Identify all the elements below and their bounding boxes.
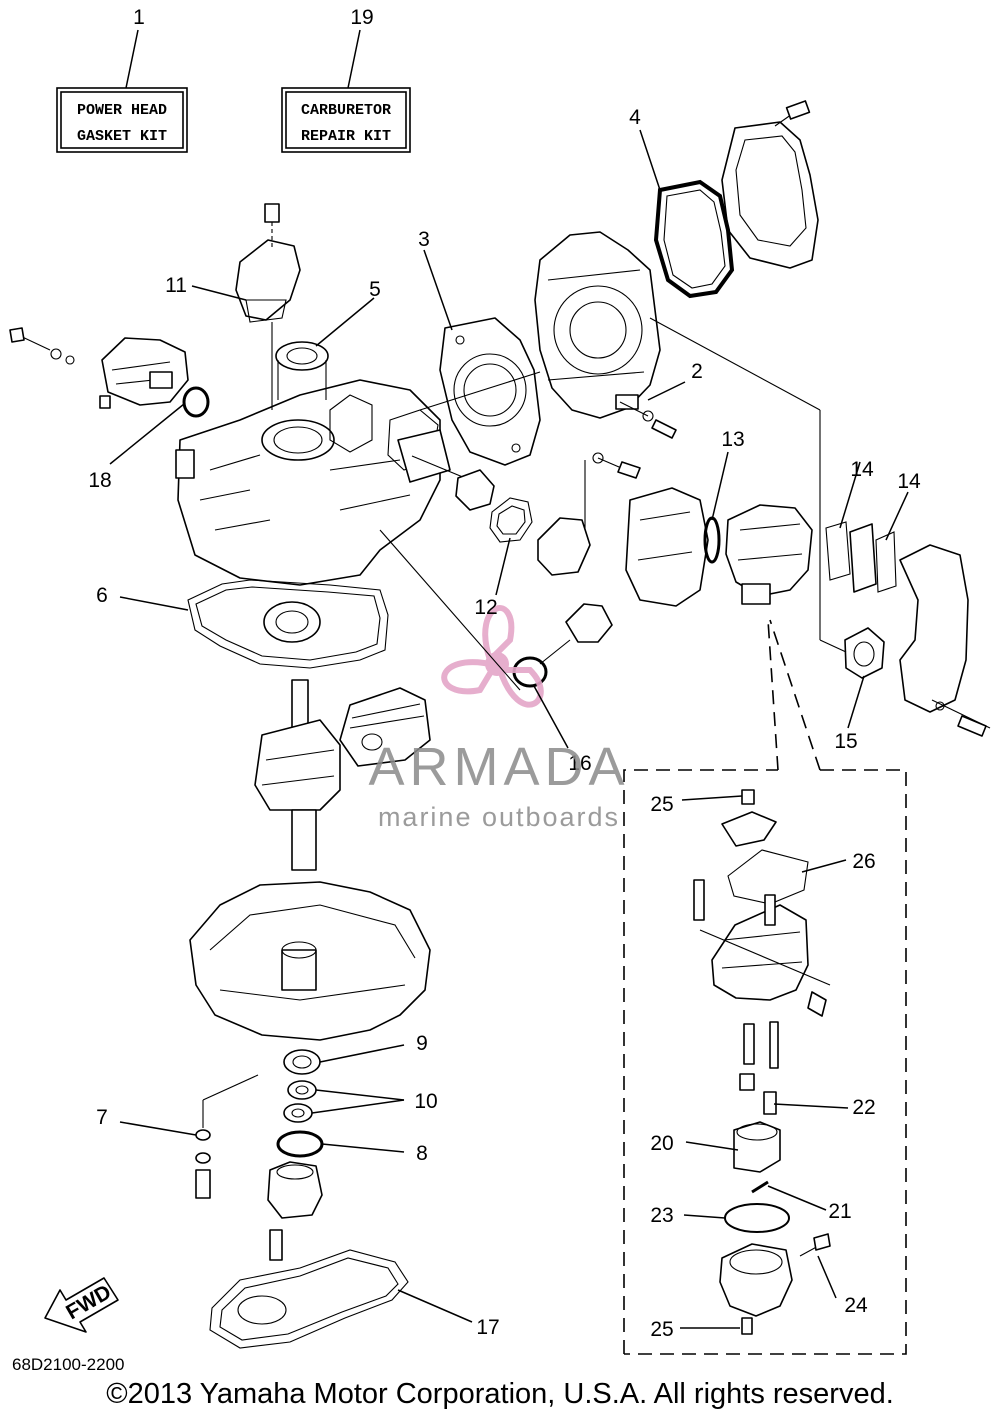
fwd-arrow-icon: FWD <box>44 1277 119 1333</box>
gasket-12 <box>489 497 533 543</box>
callout-25-a: 25 <box>650 793 673 816</box>
main-jet-22 <box>739 1021 779 1115</box>
cover-gasket-26 <box>727 849 809 905</box>
o-ring-8 <box>276 1130 324 1158</box>
callout-19: 19 <box>350 6 373 29</box>
oil-seal-5 <box>275 341 329 400</box>
callout-25-b: 25 <box>650 1318 673 1341</box>
callout-23: 23 <box>650 1204 673 1227</box>
float-bowl <box>719 1243 793 1317</box>
carburetor-kit-line2: REPAIR KIT <box>301 128 391 145</box>
callout-20: 20 <box>650 1132 673 1155</box>
head-gasket-3 <box>439 317 541 466</box>
watermark-tagline: marine outboards <box>377 802 621 832</box>
intake-manifold <box>899 544 991 737</box>
callout-24: 24 <box>844 1294 868 1317</box>
oil-seals-10 <box>283 1080 317 1123</box>
carburetor-body-detail <box>693 879 831 1017</box>
callout-21: 21 <box>828 1200 851 1223</box>
carburetor-repair-kit-box: CARBURETOR REPAIR KIT 19 <box>281 6 411 153</box>
lower-bolt <box>269 1229 283 1261</box>
gasket-23 <box>724 1203 790 1233</box>
power-head-kit-line1: POWER HEAD <box>77 102 167 119</box>
gasket-14-b <box>875 531 897 593</box>
callout-15: 15 <box>834 730 857 753</box>
drain-screw-24 <box>799 1233 831 1257</box>
callout-18: 18 <box>88 469 111 492</box>
callout-17: 17 <box>476 1316 499 1339</box>
float-20 <box>733 1121 781 1173</box>
crankshaft <box>254 679 341 871</box>
exhaust-cover <box>721 100 819 269</box>
callout-4: 4 <box>629 106 641 129</box>
block-plug-shaft <box>411 455 495 511</box>
carburetor <box>725 504 813 605</box>
main-bearing <box>263 601 321 643</box>
power-head-kit-line2: GASKET KIT <box>77 128 167 145</box>
oil-seal-9 <box>283 1049 321 1075</box>
callout-16: 16 <box>568 752 591 775</box>
power-head-gasket-kit-box: POWER HEAD GASKET KIT 1 <box>56 6 188 153</box>
piston <box>339 687 431 767</box>
float-pin-21 <box>751 1180 769 1194</box>
callout-14-a: 14 <box>850 458 874 481</box>
callout-8: 8 <box>416 1142 428 1165</box>
gasket-14-a <box>825 521 851 581</box>
callout-10: 10 <box>414 1090 437 1113</box>
base-gasket-6 <box>187 579 389 669</box>
callout-5: 5 <box>369 278 381 301</box>
watermark-brand: ARMADA <box>368 737 630 797</box>
head-bolt-2 <box>619 401 677 439</box>
callout-11: 11 <box>165 274 187 297</box>
callout-1: 1 <box>133 6 145 29</box>
callout-2: 2 <box>691 360 703 383</box>
cylinder-head <box>534 231 661 419</box>
thermostat-cover <box>537 452 641 576</box>
exhaust-cover-gasket-4 <box>653 179 735 299</box>
cover-plate-11 <box>235 203 301 410</box>
callout-3: 3 <box>418 228 430 251</box>
washer-7 <box>195 1074 259 1199</box>
diagram-code: 68D2100-2200 <box>12 1355 125 1374</box>
insulator-spacer <box>849 523 877 593</box>
callout-9: 9 <box>416 1032 428 1055</box>
oil-plug <box>539 603 613 665</box>
carburetor-kit-line1: CARBURETOR <box>301 102 391 119</box>
callout-26: 26 <box>852 850 875 873</box>
float-chamber-cover-plate <box>721 789 777 847</box>
intake-silencer <box>625 487 709 607</box>
gasket-17 <box>209 1249 409 1349</box>
leader-lines <box>109 129 909 1329</box>
oil-pump-housing <box>267 1161 323 1219</box>
screw-25-lower <box>741 1317 753 1335</box>
callout-14-b: 14 <box>897 470 921 493</box>
gasket-15 <box>844 627 885 679</box>
o-ring-18 <box>182 386 210 418</box>
callout-13: 13 <box>721 428 744 451</box>
callout-22: 22 <box>852 1096 875 1119</box>
callout-numbers: 2 3 4 5 6 7 8 9 10 11 12 13 14 14 15 16 … <box>88 106 921 1341</box>
callout-12: 12 <box>474 596 497 619</box>
crankcase <box>189 881 431 1041</box>
callout-6: 6 <box>96 584 108 607</box>
callout-7: 7 <box>96 1106 108 1129</box>
armada-logo-icon <box>441 605 544 708</box>
carburetor-detail-frame <box>623 619 907 1355</box>
cylinder-block <box>175 379 451 586</box>
fuel-pump <box>9 327 189 409</box>
copyright-notice: ©2013 Yamaha Motor Corporation, U.S.A. A… <box>106 1378 894 1410</box>
